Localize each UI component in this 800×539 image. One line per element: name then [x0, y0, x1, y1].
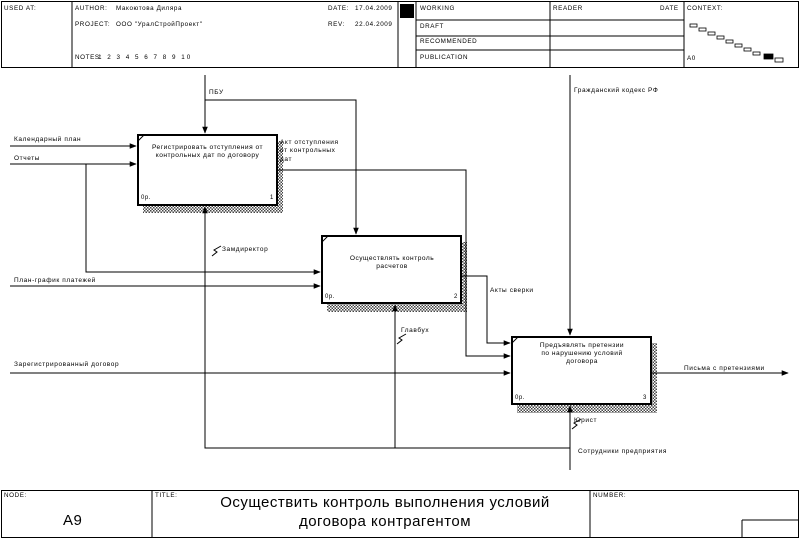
label-registered-contract: Зарегистрированный договор	[14, 361, 120, 368]
box2-number: 2	[454, 294, 458, 300]
label-civil-code: Гражданский кодекс РФ	[574, 87, 659, 94]
squiggle-lawyer	[571, 418, 582, 430]
notes-value: 1 2 3 4 5 6 7 8 9 10	[98, 54, 193, 61]
status-publication: PUBLICATION	[420, 54, 469, 61]
context-label: CONTEXT:	[687, 5, 723, 12]
arrow-act[interactable]	[277, 169, 511, 359]
activity-box-2[interactable]	[321, 235, 462, 304]
author-value: Макоютова Диляра	[116, 5, 183, 12]
project-label: PROJECT:	[75, 21, 111, 28]
squiggle-accountant	[396, 333, 407, 345]
date-value: 17.04.2009	[355, 5, 393, 12]
label-staff: Сотрудники предприятия	[578, 448, 668, 455]
box1-label: Регистрировать отступления от контрольны…	[151, 144, 264, 160]
label-act: Акт отступления от контрольных дат	[280, 139, 339, 163]
label-reconciliation: Акты сверки	[490, 287, 534, 294]
box1-code: 0р.	[141, 195, 152, 201]
diagram-title: Осуществить контроль выполнения условий …	[220, 494, 550, 530]
status-draft: DRAFT	[420, 23, 444, 30]
footer-frame	[1, 490, 799, 538]
arrow-pbu-branch[interactable]	[205, 99, 359, 235]
box1-number: 1	[270, 195, 274, 201]
label-pbu: ПБУ	[209, 89, 224, 96]
node-value: A9	[63, 512, 83, 529]
node-label: NODE:	[4, 492, 27, 499]
box3-number: 3	[643, 395, 647, 401]
title-label: TITLE:	[155, 492, 178, 499]
label-claims: Письма с претензиями	[684, 365, 765, 372]
label-calendar-plan: Календарный план	[14, 136, 82, 143]
number-label: NUMBER:	[593, 492, 627, 499]
context-diagram	[689, 23, 784, 63]
working-marker	[400, 4, 414, 18]
status-working: WORKING	[420, 5, 455, 12]
box3-code: 0р.	[515, 395, 526, 401]
notes-label: NOTES:	[75, 54, 103, 61]
reader-label: READER	[553, 5, 583, 12]
rev-value: 22.04.2009	[355, 21, 393, 28]
used-at-label: USED AT:	[4, 5, 37, 12]
label-deputy: Замдиректор	[222, 246, 269, 253]
activity-box-1[interactable]	[137, 134, 278, 206]
author-label: AUTHOR:	[75, 5, 108, 12]
activity-box-3[interactable]	[511, 336, 652, 405]
rev-label: REV:	[328, 21, 345, 28]
label-reports: Отчеты	[14, 155, 41, 162]
label-accountant: Главбух	[401, 327, 430, 334]
box2-code: 0р.	[325, 294, 336, 300]
date-label: DATE:	[328, 5, 350, 12]
project-value: ООО "УралСтройПроект"	[116, 21, 203, 28]
arrow-reconciliation[interactable]	[461, 275, 511, 346]
arrow-staff-branch[interactable]	[202, 206, 570, 449]
box2-label: Осуществлять контроль расчетов	[349, 255, 435, 271]
arrow-reports-branch[interactable]	[85, 164, 321, 275]
label-payment-schedule: План-график платежей	[14, 277, 96, 284]
squiggle-deputy	[211, 245, 222, 257]
box3-label: Предъявлять претензии по нарушению услов…	[539, 342, 625, 366]
context-node: A0	[687, 55, 696, 62]
label-lawyer: Юрист	[574, 417, 598, 424]
header-frame	[1, 1, 799, 68]
status-recommended: RECOMMENDED	[420, 38, 478, 45]
reader-date-label: DATE	[660, 5, 679, 12]
